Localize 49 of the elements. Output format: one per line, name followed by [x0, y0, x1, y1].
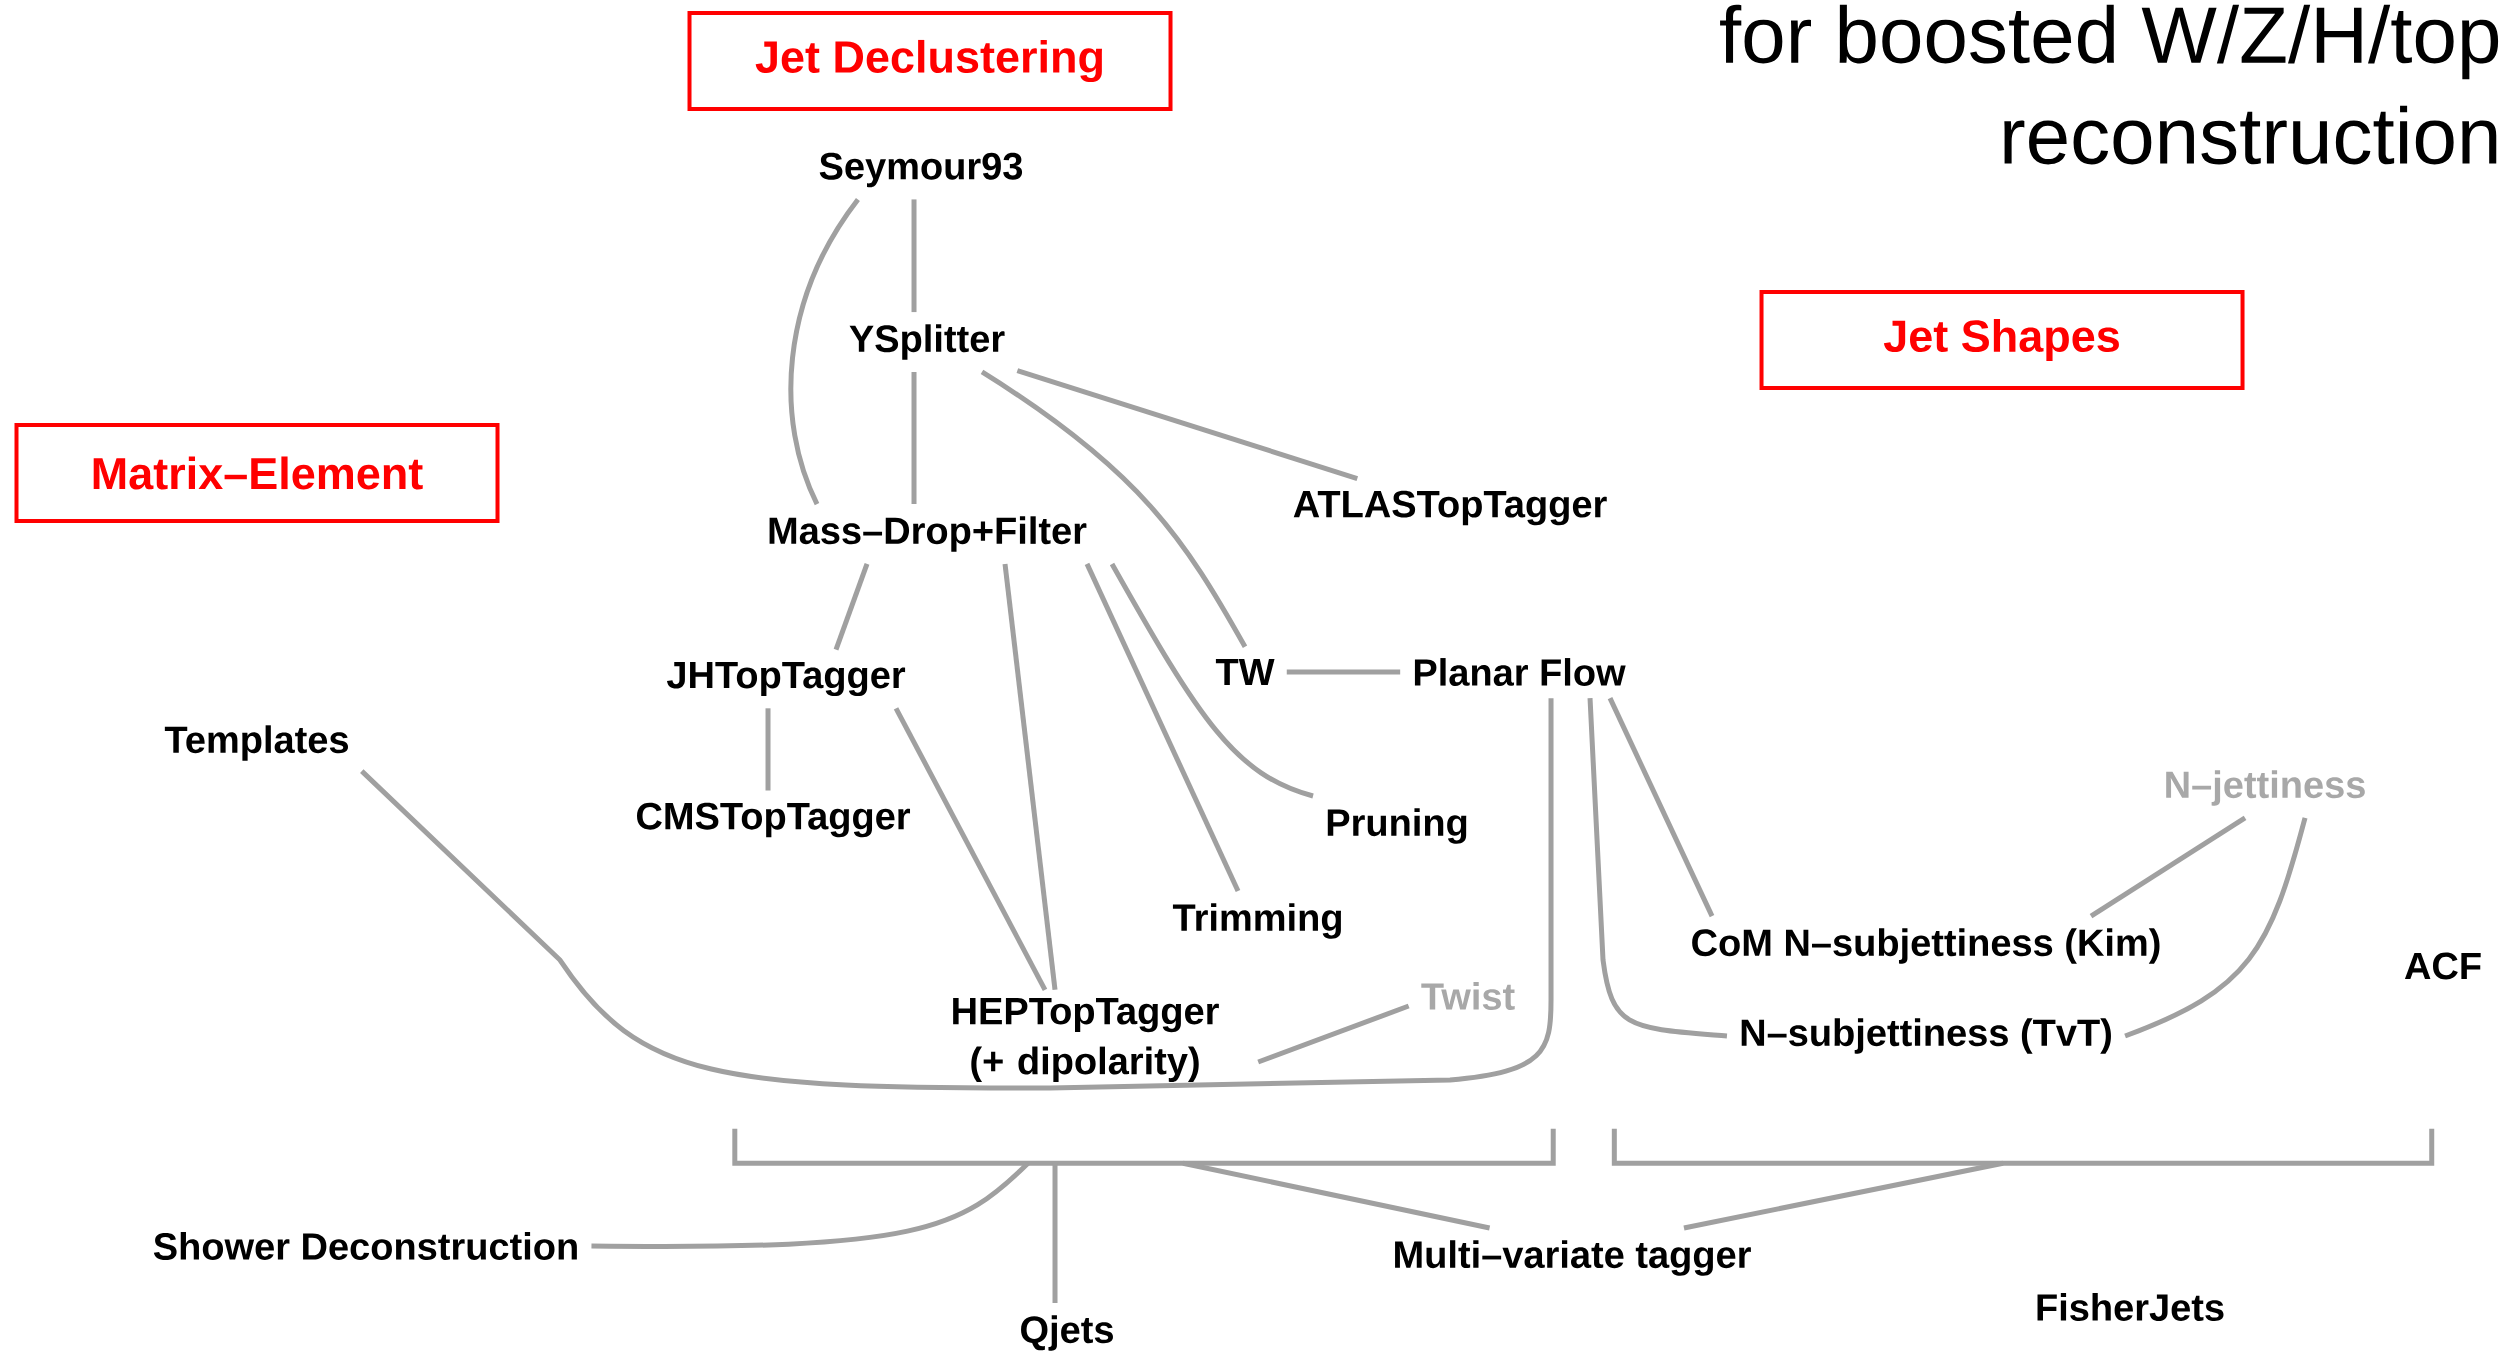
method-label: Pruning: [1327, 808, 1467, 844]
method-label: ACF: [2404, 952, 2481, 980]
connector-line: [1109, 562, 1314, 799]
method-label: Templates: [164, 725, 348, 761]
title-text: for boosted W/Z/H/top: [1720, 4, 2499, 80]
method-label: Shower Deconstruction: [153, 1232, 577, 1260]
method-label: N–subjettiness (TvT): [1741, 1018, 2111, 1054]
method-label: TW: [1215, 658, 1275, 686]
connector-line: [765, 708, 771, 791]
method-label: Qjets: [1021, 1315, 1113, 1351]
category-box: Matrix–Element: [14, 423, 500, 523]
category-box: Jet Declustering: [687, 11, 1173, 111]
connector-line: [1257, 1003, 1410, 1065]
connector-line: [788, 197, 860, 506]
method-label: JHTopTagger: [666, 661, 906, 697]
bracket: [732, 1128, 1556, 1166]
connector-line: [360, 698, 1554, 1091]
method-label: Twist: [1421, 982, 1515, 1010]
connector-line: [980, 369, 1248, 648]
method-label: CMSTopTagger: [637, 802, 911, 838]
method-label: Trimming: [1172, 903, 1341, 939]
connector-line: [833, 563, 870, 651]
method-label: Mass–Drop+Filter: [769, 516, 1087, 552]
connector-line: [911, 371, 917, 505]
category-box: Jet Shapes: [1759, 290, 2245, 390]
connector-line: [1084, 562, 1241, 893]
connector-line: [1607, 697, 1715, 918]
method-label: FisherJets: [2037, 1293, 2224, 1321]
method-label: Planar Flow: [1414, 658, 1626, 686]
method-label: CoM N–subjettiness (Kim): [1692, 928, 2160, 964]
method-label: Seymour93: [819, 152, 1023, 188]
connector-line: [1016, 368, 1359, 481]
connector-line: [1002, 563, 1058, 991]
connector-line: [911, 199, 917, 313]
connector-line: [1683, 1160, 2004, 1231]
method-label: YSplitter: [849, 324, 1005, 360]
connector-line: [1286, 669, 1401, 675]
method-label: Multi–variate tagger: [1395, 1240, 1751, 1276]
connector-line: [2124, 817, 2308, 1039]
connector-line: [2089, 815, 2247, 919]
connector-line: [1182, 1160, 1491, 1231]
title-text: reconstruction: [2004, 105, 2497, 165]
method-label: N–jettiness: [2166, 770, 2365, 806]
connector-line: [893, 707, 1048, 991]
connector-line: [1587, 698, 1728, 1039]
method-label: HEPTopTagger (+ dipolarity): [953, 998, 1219, 1083]
method-label: ATLASTopTagger: [1293, 490, 1607, 526]
bracket: [1611, 1128, 2435, 1166]
connector-line: [1052, 1163, 1058, 1304]
